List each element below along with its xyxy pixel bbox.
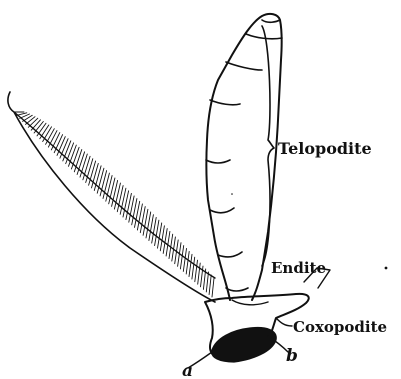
telopodite-leg [206,14,282,300]
speck [231,193,233,195]
fringe-hair [103,173,109,198]
label-telopodite: Telopodite [278,139,372,158]
fringe-hair [189,254,192,276]
label-endite: Endite [271,259,326,277]
label-b: b [286,346,298,366]
exite-fringe [14,112,214,297]
fringe-hair [34,122,43,134]
fringe-hair [26,117,36,125]
fringe-hair [51,133,60,150]
fringe-hair [43,127,52,142]
fringe-hair [209,275,211,295]
fringe-hair [31,120,40,130]
fringe-hair [28,118,38,127]
label-coxopodite: Coxopodite [293,318,387,336]
fringe-hair [46,129,55,145]
fringe-hair [212,278,214,297]
fringe-hair [206,272,208,292]
fringe-hair [48,131,57,148]
fringe-hair [17,113,27,116]
fringe-hair [37,123,46,136]
fringe-hair [40,125,49,139]
fringe-hair [163,229,167,254]
speck [385,267,388,270]
dark-sclerite [212,328,276,363]
fringe-hair [183,249,186,272]
label-a: a [182,361,193,379]
fringe-hair [195,260,198,282]
fringe-hair [186,251,189,274]
exite-lobe [8,92,215,302]
fringe-hair [192,257,195,279]
